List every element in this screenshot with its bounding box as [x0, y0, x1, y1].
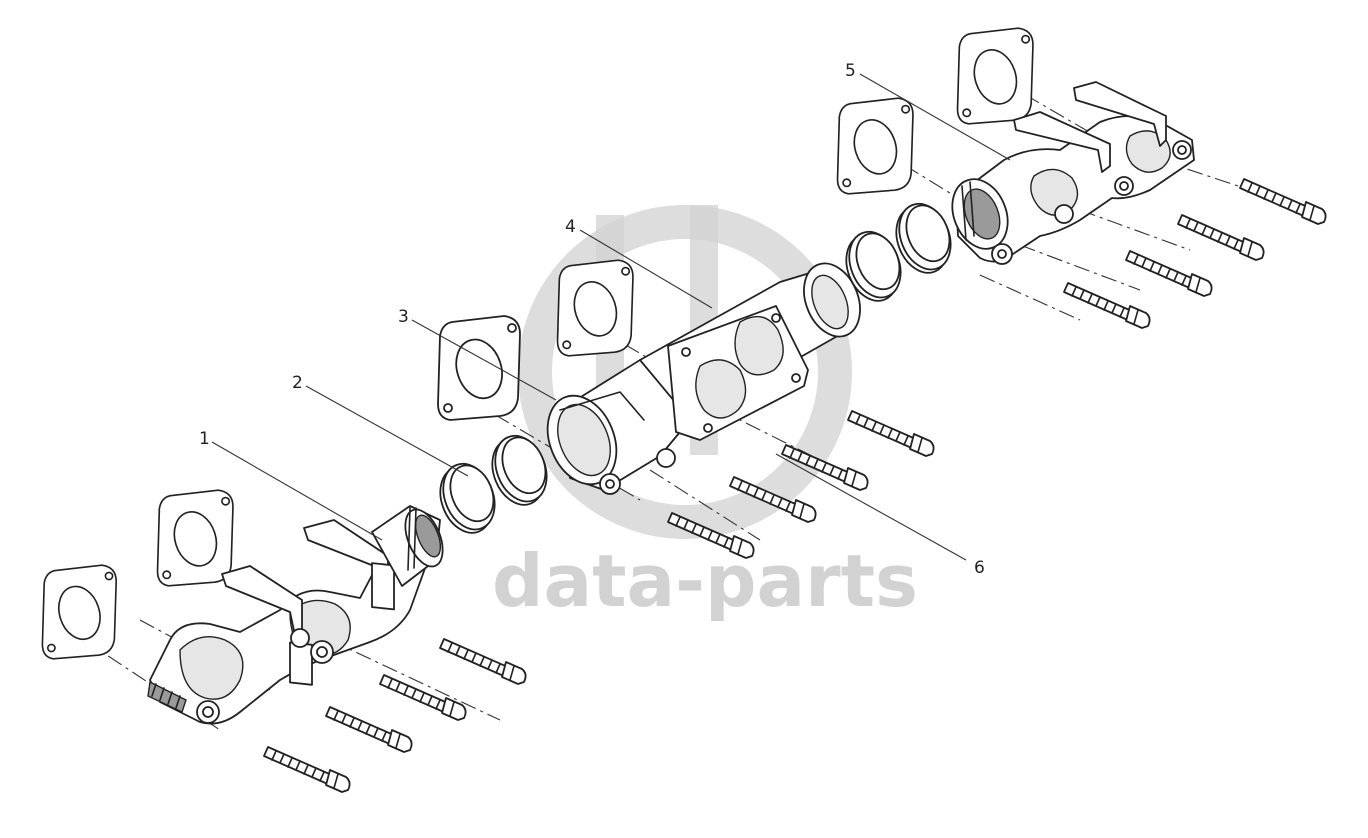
callout-2: 2	[292, 373, 303, 393]
callout-6: 6	[974, 558, 985, 578]
bolt-center-4	[847, 410, 935, 457]
bolt-lower-1	[263, 746, 351, 793]
bolt-upper-1	[1063, 282, 1151, 329]
callout-4: 4	[565, 217, 576, 237]
manifold-section-center	[546, 262, 861, 495]
gasket-upper-right-inner	[836, 97, 914, 195]
bolt-lower-3	[379, 674, 467, 721]
gasket-upper-right-outer	[956, 27, 1034, 125]
callout-1: 1	[199, 429, 210, 449]
callout-3: 3	[398, 307, 409, 327]
callout-5: 5	[845, 61, 856, 81]
gasket-lower-left-inner	[156, 489, 234, 587]
manifold-section-right	[951, 81, 1195, 265]
bolt-lower-4	[439, 638, 527, 685]
watermark-text: data-parts	[492, 539, 918, 623]
bolt-upper-4	[1239, 178, 1327, 225]
gasket-center-4	[556, 259, 634, 357]
bolt-upper-3	[1177, 214, 1265, 261]
manifold-section-left	[147, 505, 444, 725]
gasket-lower-left-outer	[41, 564, 118, 660]
gasket-center-3	[437, 315, 521, 421]
leader-lines	[211, 73, 1011, 561]
bolt-lower-2	[325, 706, 413, 753]
